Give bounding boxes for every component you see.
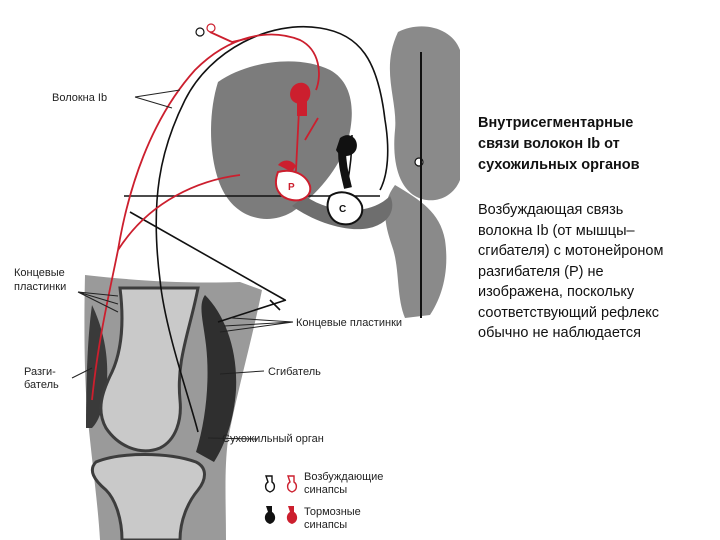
extensor-label-1: Разги- xyxy=(24,366,56,378)
legend-inhibitory-line2: синапсы xyxy=(304,519,347,531)
side-title-line: Внутрисегментарные xyxy=(478,115,634,131)
side-note-line: разгибателя (Р) не xyxy=(478,263,604,280)
legend: Возбуждающие синапсы Тормозные синапсы xyxy=(264,471,383,531)
legend-excitatory-line1: Возбуждающие xyxy=(304,471,383,483)
side-title-line: связи волокон Ib от xyxy=(478,136,620,152)
flexor-label: Сгибатель xyxy=(268,366,321,378)
extensor-label-2: батель xyxy=(24,379,59,391)
femur-bone xyxy=(99,286,200,453)
tibia-bone xyxy=(90,453,206,540)
excitatory-interneuron xyxy=(290,82,311,116)
label-leader-lines xyxy=(71,89,294,440)
legend-inhibitory-line1: Тормозные xyxy=(304,506,361,518)
end-plates-left-label-2: пластинки xyxy=(14,281,66,293)
inhibitory-interneuron xyxy=(336,135,357,189)
side-note: Возбуждающая связь волокна Ib (от мышцы–… xyxy=(478,200,714,344)
side-title: Внутрисегментарные связи волокон Ib от с… xyxy=(478,113,714,176)
flexor-ib-fiber xyxy=(124,26,389,433)
fibers-label: Волокна Ib xyxy=(52,92,107,104)
end-plates-right-label: Концевые пластинки xyxy=(296,317,402,329)
spinal-cord-gray-matter xyxy=(211,26,460,318)
side-note-line: изображена, поскольку xyxy=(478,284,635,300)
side-note-line: обычно не наблюдается xyxy=(478,325,641,341)
spinal-reflex-diagram: Р С Волокна Ib Концевые пластинки Концев… xyxy=(14,23,460,540)
inhibitory-synapse-icon xyxy=(264,506,298,524)
excitatory-synapse-icon xyxy=(264,475,298,493)
side-note-line: соответствующий рефлекс xyxy=(478,304,660,321)
side-note-line: Возбуждающая связь xyxy=(478,202,624,218)
side-note-line: волокна Ib (от мышцы– xyxy=(478,222,635,239)
motoneuron-extensor: Р xyxy=(274,160,312,202)
end-plates-left-label-1: Концевые xyxy=(14,267,65,279)
motoneuron-flexor-letter: С xyxy=(339,204,346,215)
side-title-line: сухожильных органов xyxy=(478,157,640,173)
legend-excitatory-line2: синапсы xyxy=(304,484,347,496)
side-note-line: сгибателя) с мотонейроном xyxy=(478,243,664,259)
motoneuron-extensor-letter: Р xyxy=(288,182,295,193)
tendon-organ-label: Сухожильный орган xyxy=(222,433,324,445)
motoneuron-flexor: С xyxy=(326,191,364,226)
